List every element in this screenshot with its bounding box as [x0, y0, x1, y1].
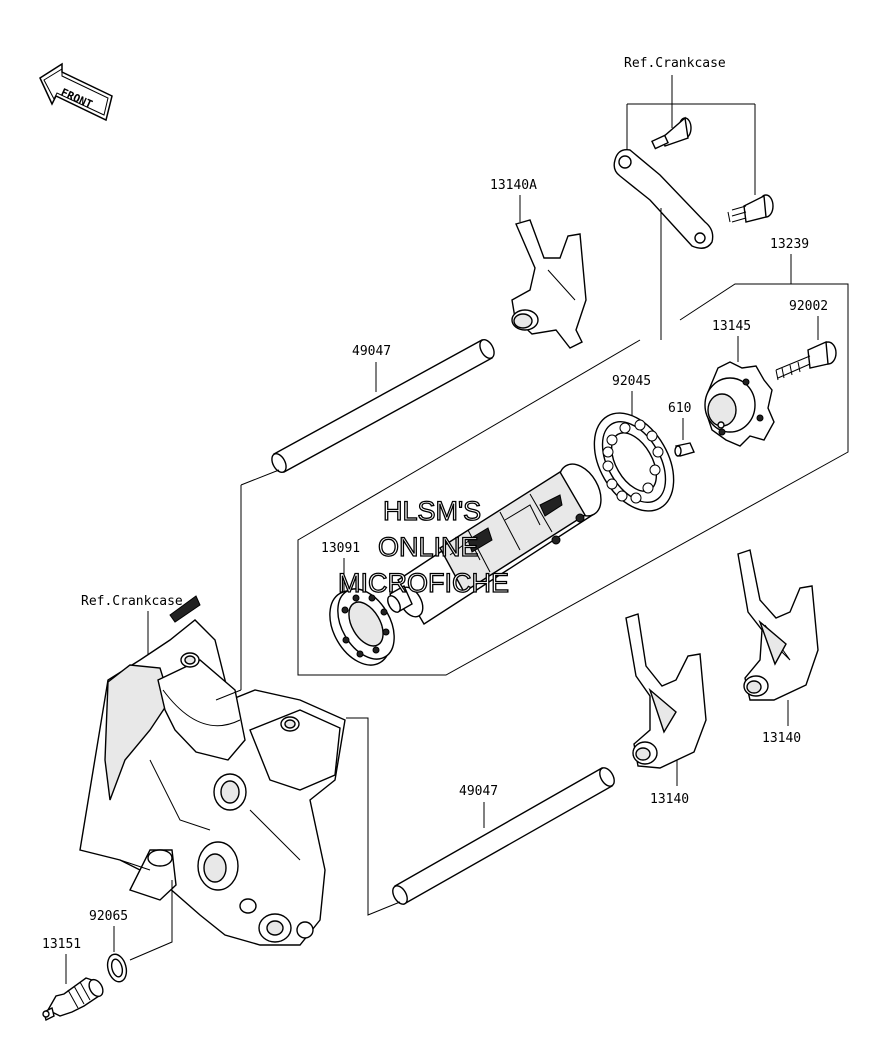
label-13140-right: 13140	[762, 731, 801, 746]
ref-crankcase-top-label: Ref.Crankcase	[624, 56, 726, 71]
bearing-13091	[329, 588, 395, 666]
shift-fork-13140-mid	[625, 613, 707, 769]
bolt-92002	[775, 340, 837, 381]
watermark-line3: MICROFICHE	[338, 568, 509, 598]
watermark: HLSM'S ONLINE MICROFICHE	[337, 495, 509, 598]
label-49047-bottom: 49047	[459, 784, 498, 799]
shift-fork-13140-right	[737, 549, 819, 701]
label-13239: 13239	[770, 237, 809, 252]
label-13151: 13151	[42, 937, 81, 952]
label-92065: 92065	[89, 909, 128, 924]
label-13145: 13145	[712, 319, 751, 334]
neutral-switch-13151	[42, 977, 104, 1022]
label-92045: 92045	[612, 374, 651, 389]
front-arrow-icon: FRONT	[39, 62, 113, 122]
watermark-line1: HLSM'S	[383, 496, 481, 526]
shift-fork-13140A	[511, 219, 587, 349]
shift-rod-top	[271, 339, 495, 473]
label-92002: 92002	[789, 299, 828, 314]
label-610: 610	[668, 401, 691, 416]
guide-plate	[613, 149, 714, 249]
label-13140-mid: 13140	[650, 792, 689, 807]
washer-92065	[106, 953, 128, 983]
crankcase-bolt-b	[727, 194, 774, 223]
label-13140A: 13140A	[490, 178, 537, 193]
label-49047-top: 49047	[352, 344, 391, 359]
crankcase	[79, 595, 346, 946]
drum-holder-13145	[704, 361, 775, 447]
pin-610	[674, 442, 695, 457]
bearing-92045	[593, 412, 675, 512]
ref-crankcase-left-label: Ref.Crankcase	[81, 594, 183, 609]
shift-drum	[387, 463, 602, 625]
watermark-line2: ONLINE	[378, 532, 479, 562]
crankcase-bolt-a	[651, 116, 692, 150]
label-13091: 13091	[321, 541, 360, 556]
shift-rod-bottom	[392, 767, 615, 905]
